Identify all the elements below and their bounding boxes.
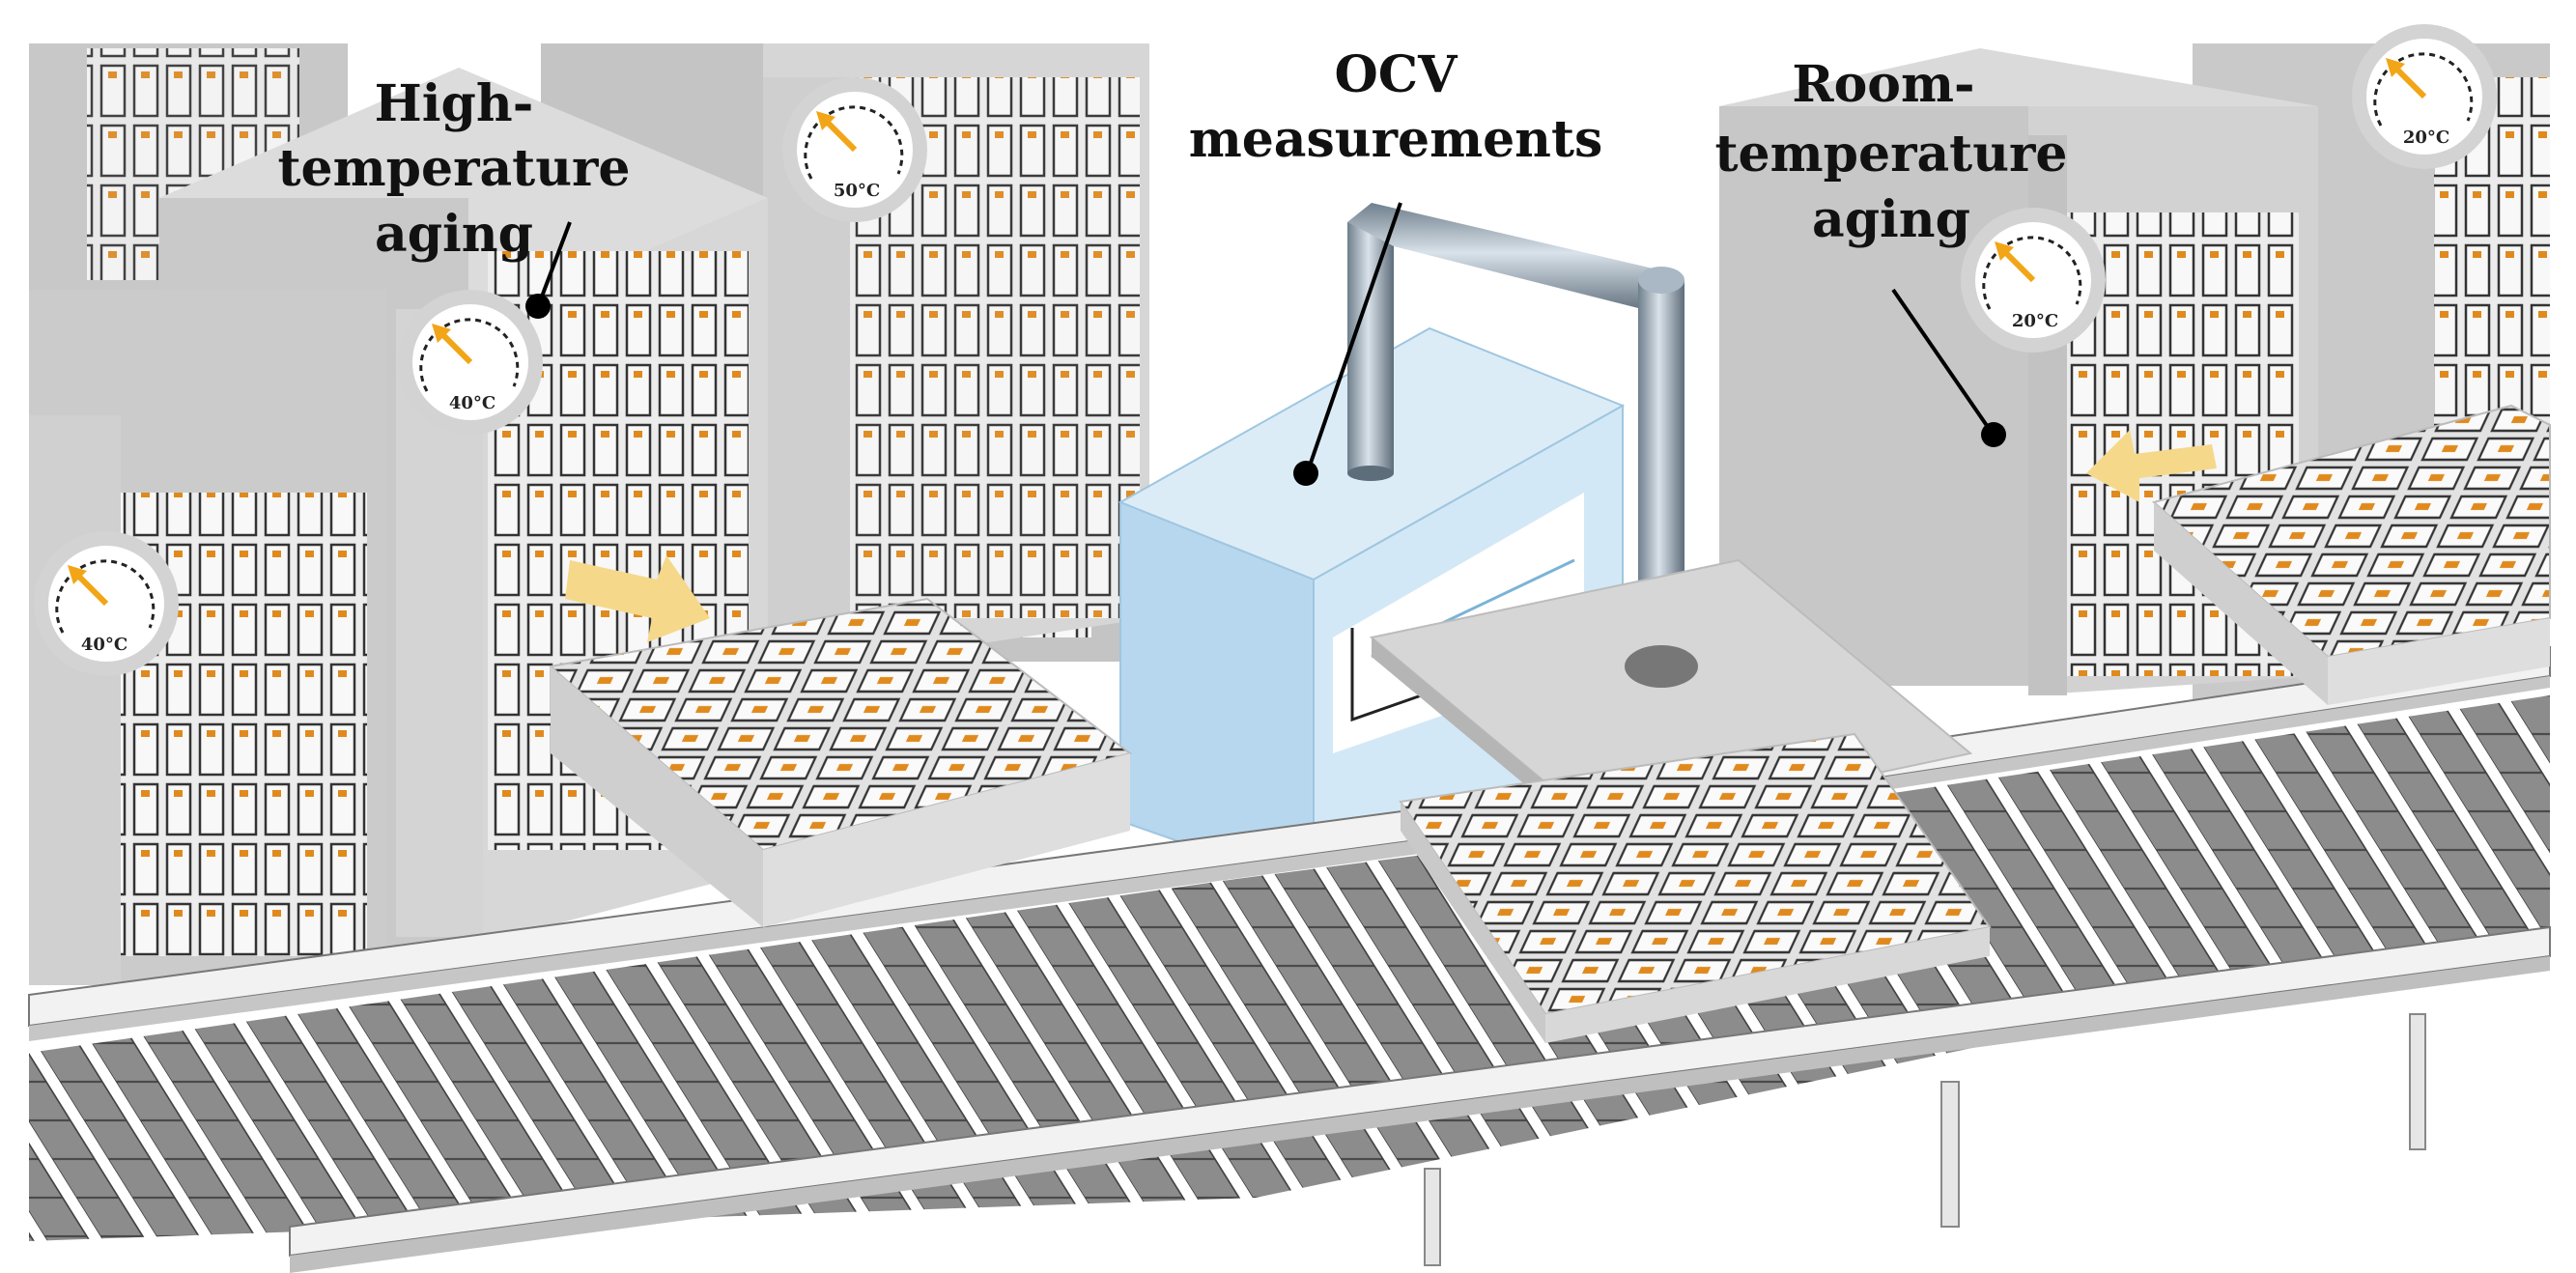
arrow-into-tray-left [565, 555, 710, 642]
gauge-40-mid-text: 40°C [449, 393, 495, 413]
leader-dot-high-temp [525, 294, 551, 319]
arrow-into-rack-right [2086, 430, 2217, 502]
label-high-temp-line2: temperature [278, 139, 631, 198]
gauge-40-mid: 40°C [398, 290, 543, 435]
label-high-temp: High- temperature aging [278, 74, 631, 264]
battery-tray-left [548, 597, 1133, 927]
gauge-40-left-text: 40°C [81, 635, 127, 655]
leader-dot-room-temp [1981, 422, 2006, 447]
gantry-platform [1369, 558, 1992, 1043]
leader-room-temp [1891, 288, 1992, 432]
leader-high-temp [537, 221, 572, 305]
label-room-temp-line2: temperature [1715, 125, 2068, 184]
label-high-temp-line1: High- [375, 74, 534, 133]
gauge-20-mid-text: 20°C [2012, 311, 2058, 331]
gauge-20-top: 20°C [2352, 24, 2497, 169]
leader-ocv [1307, 202, 1402, 469]
gauge-50-text: 50°C [834, 181, 880, 201]
label-ocv-line2: measurements [1189, 110, 1603, 169]
gauge-20-top-text: 20°C [2403, 127, 2449, 148]
label-ocv: OCV measurements [1189, 45, 1603, 169]
gauge-40-left: 40°C [34, 531, 179, 676]
battery-tray-right [2151, 404, 2551, 705]
label-high-temp-line3: aging [375, 205, 533, 264]
gauge-20-mid: 20°C [1961, 208, 2106, 353]
label-room-temp-line3: aging [1812, 190, 1970, 249]
label-room-temp-line1: Room- [1792, 55, 1974, 114]
label-room-temp: Room- temperature aging [1715, 55, 2068, 249]
gauge-50: 50°C [782, 77, 927, 222]
label-ocv-line1: OCV [1334, 45, 1458, 104]
leader-dot-ocv [1293, 461, 1318, 486]
